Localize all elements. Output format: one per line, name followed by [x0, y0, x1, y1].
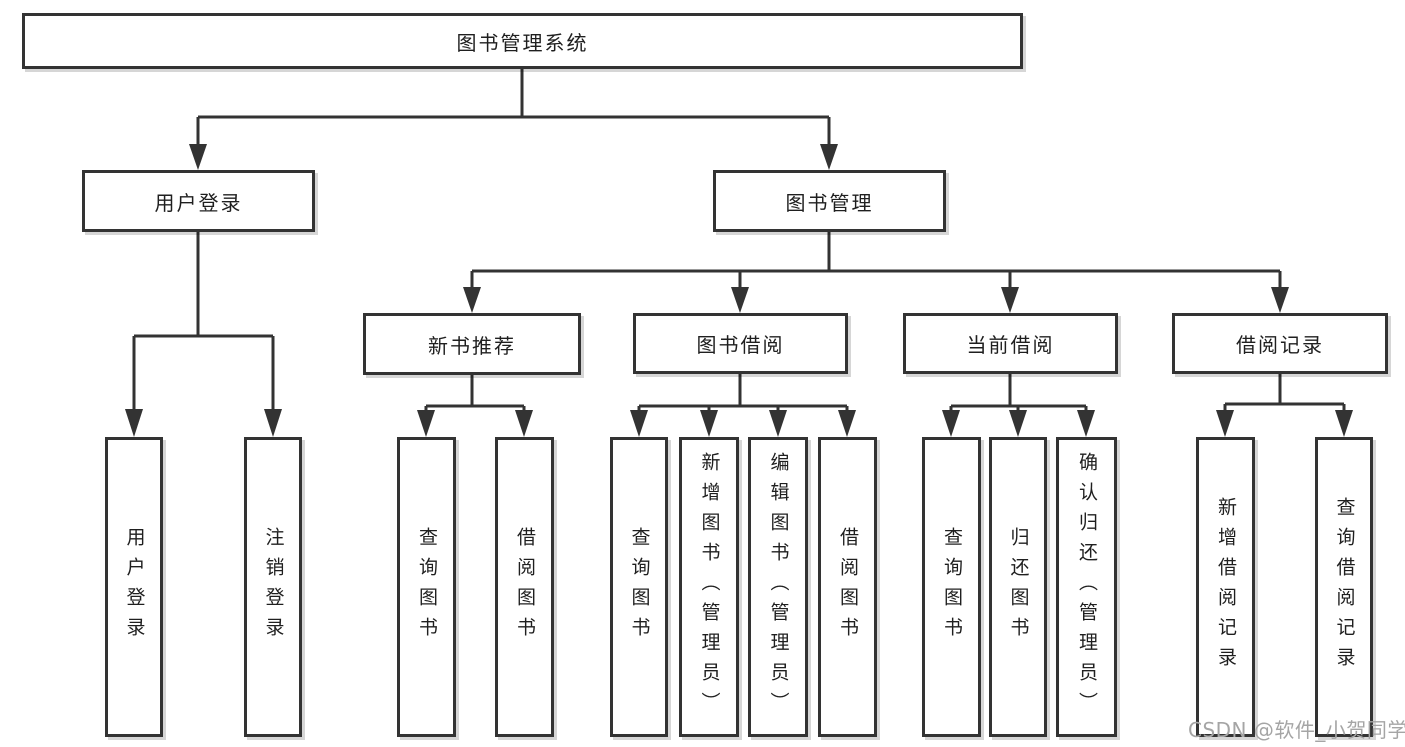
node-new-book-recommendation: 新书推荐 [363, 313, 581, 375]
node-user-login-branch: 用户登录 [82, 170, 315, 232]
leaf-add-borrowing-record: 新增借阅记录 [1196, 437, 1255, 737]
node-label: 图书借阅 [696, 333, 785, 357]
leaf-query-borrowing-record: 查询借阅记录 [1315, 437, 1373, 737]
node-label: 注销登录 [262, 527, 285, 647]
arrow-down-icons [125, 144, 1353, 437]
leaf-borrow-books: 借阅图书 [818, 437, 877, 737]
leaf-logout: 注销登录 [244, 437, 302, 737]
node-label: 新增借阅记录 [1215, 497, 1237, 677]
leaf-newbook-borrow-books: 借阅图书 [495, 437, 554, 737]
node-label: 借阅记录 [1236, 333, 1324, 357]
node-label: 编辑图书（管理员） [767, 452, 790, 722]
node-library-management-system: 图书管理系统 [22, 13, 1023, 69]
node-label: 用户登录 [154, 190, 243, 215]
node-label: 查询借阅记录 [1333, 497, 1356, 677]
node-label: 图书管理系统 [456, 30, 589, 55]
node-label: 用户登录 [123, 527, 146, 647]
node-label: 查询图书 [628, 527, 651, 647]
leaf-borrowing-query-books: 查询图书 [610, 437, 668, 737]
node-label: 新书推荐 [428, 333, 516, 358]
node-label: 查询图书 [941, 527, 963, 647]
node-label: 查询图书 [416, 527, 438, 647]
node-label: 借阅图书 [837, 527, 859, 647]
connector-strokes [132, 69, 1346, 412]
leaf-add-books-admin: 新增图书（管理员） [679, 437, 739, 737]
node-current-borrowing: 当前借阅 [903, 313, 1118, 374]
node-book-management-branch: 图书管理 [713, 170, 946, 232]
leaf-return-books: 归还图书 [989, 437, 1047, 737]
leaf-current-query-books: 查询图书 [922, 437, 981, 737]
node-book-borrowing: 图书借阅 [633, 313, 848, 374]
csdn-watermark: CSDN @软件_小贺同学 [1188, 718, 1405, 742]
node-label: 图书管理 [785, 190, 874, 215]
node-label: 当前借阅 [966, 333, 1055, 357]
leaf-newbook-query-books: 查询图书 [397, 437, 456, 737]
leaf-confirm-return-admin: 确认归还（管理员） [1056, 437, 1117, 737]
node-label: 新增图书（管理员） [698, 452, 721, 722]
node-label: 归还图书 [1007, 527, 1030, 647]
leaf-edit-books-admin: 编辑图书（管理员） [748, 437, 808, 737]
leaf-user-login: 用户登录 [105, 437, 163, 737]
node-label: 借阅图书 [514, 527, 536, 647]
node-borrowing-records: 借阅记录 [1172, 313, 1388, 374]
node-label: 确认归还（管理员） [1076, 452, 1098, 722]
